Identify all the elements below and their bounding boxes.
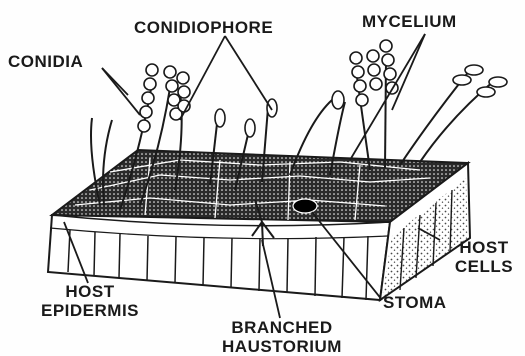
- label-stoma: STOMA: [383, 293, 447, 312]
- label-host-epidermis-line2: EPIDERMIS: [30, 301, 150, 320]
- leaf-block: [48, 150, 470, 300]
- label-host-cells: HOST CELLS: [444, 238, 524, 276]
- label-host-cells-line1: HOST: [444, 238, 524, 257]
- label-conidia: CONIDIA: [8, 52, 83, 71]
- label-branched-haustorium: BRANCHED HAUSTORIUM: [212, 318, 352, 356]
- label-host-epidermis-line1: HOST: [30, 282, 150, 301]
- stoma: [293, 199, 317, 213]
- label-conidiophore: CONIDIOPHORE: [134, 18, 273, 37]
- label-branched-haustorium-line2: HAUSTORIUM: [212, 337, 352, 356]
- label-host-cells-line2: CELLS: [444, 257, 524, 276]
- label-branched-haustorium-line1: BRANCHED: [212, 318, 352, 337]
- label-mycelium: MYCELIUM: [362, 12, 457, 31]
- label-host-epidermis: HOST EPIDERMIS: [30, 282, 150, 320]
